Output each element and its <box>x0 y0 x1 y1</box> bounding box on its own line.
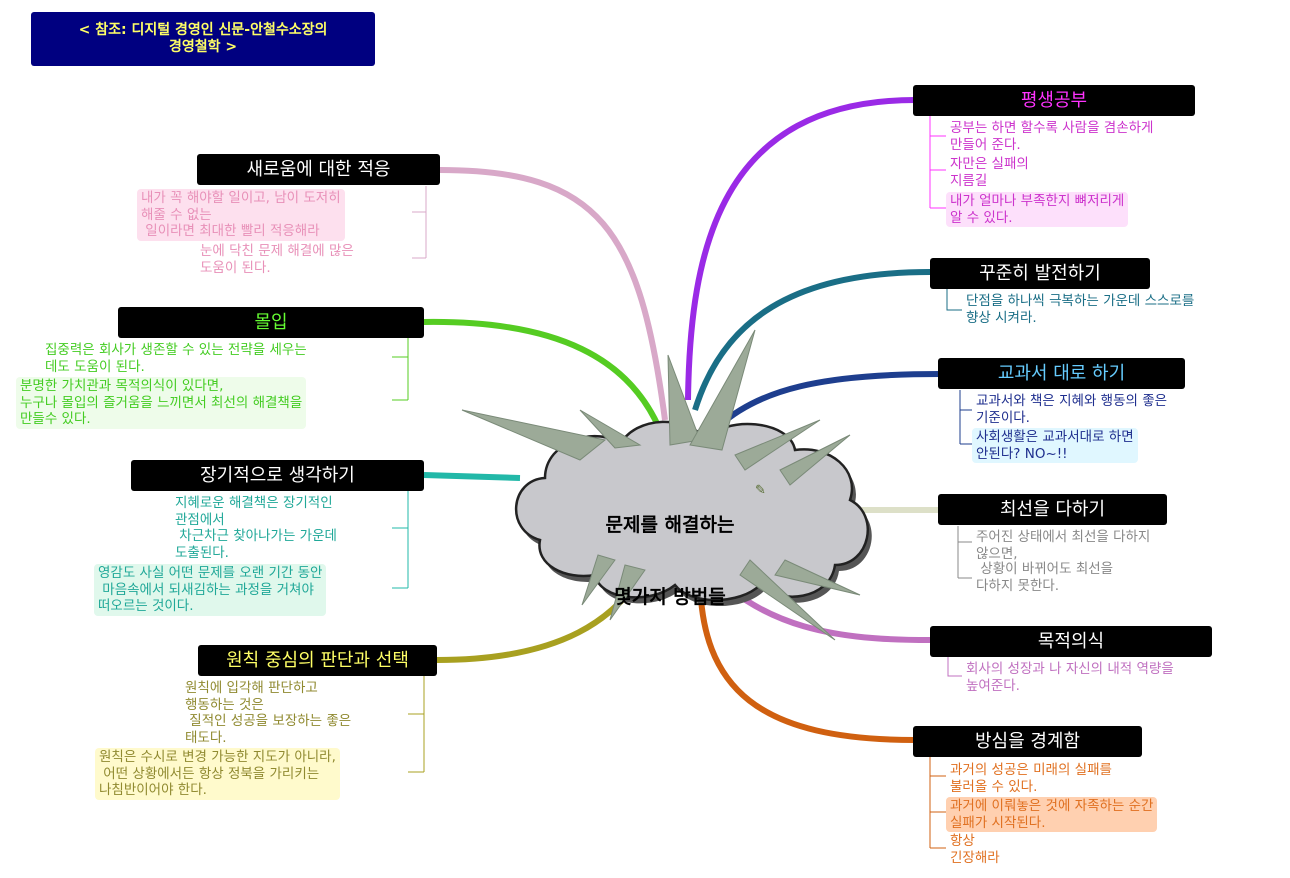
note-complacency-3: 항상 긴장해라 <box>950 833 1000 866</box>
note-immersion-1: 집중력은 회사가 생존할 수 있는 전략을 세우는 데도 도움이 된다. <box>45 342 307 375</box>
central-topic[interactable]: 문제를 해결하는 몇가지 방법들 <box>580 465 760 633</box>
note-immersion-2: 분명한 가치관과 목적의식이 있다면, 누구나 몰입의 즐거움을 느끼면서 최선… <box>16 377 307 429</box>
note-bracket-steady <box>946 289 962 311</box>
note-bracket-adapt <box>412 186 427 259</box>
note-bracket-lifelong <box>929 116 946 209</box>
branch-line-complacency <box>697 574 916 743</box>
topic-purpose[interactable]: 목적의식 <box>930 626 1212 657</box>
branch-line-immersion <box>423 318 663 432</box>
note-lifelong-2: 자만은 실패의 지름길 <box>950 156 1029 189</box>
pencil-note-icon[interactable]: ✎ <box>755 483 766 498</box>
branch-line-textbook <box>718 371 941 428</box>
topic-lifelong[interactable]: 평생공부 <box>913 85 1195 116</box>
note-complacency-1: 과거의 성공은 미래의 실패를 불러올 수 있다. <box>950 762 1112 795</box>
topic-immersion[interactable]: 몰입 <box>118 307 424 338</box>
branch-line-steady <box>692 269 931 411</box>
topic-textbook[interactable]: 교과서 대로 하기 <box>938 358 1185 389</box>
branch-line-longterm <box>423 472 521 481</box>
topic-longterm[interactable]: 장기적으로 생각하기 <box>131 460 424 491</box>
reference-line2: 경영철학 > <box>168 39 238 55</box>
reference-box: < 참조: 디지털 경영인 신문-안철수소장의 경영철학 > <box>31 12 375 66</box>
burst-spikes <box>461 329 861 641</box>
central-topic-line2: 몇가지 방법들 <box>614 586 726 608</box>
branch-line-lifelong <box>685 97 916 401</box>
reference-line1: < 참조: 디지털 경영인 신문-안철수소장의 <box>78 22 328 38</box>
note-textbook-1: 교과서와 책은 지혜와 행동의 좋은 기준이다. <box>976 393 1168 426</box>
note-adapt-2: 눈에 닥친 문제 해결에 많은 도움이 된다. <box>200 243 354 276</box>
note-bracket-longterm <box>392 491 409 589</box>
note-longterm-2: 영감도 사실 어떤 문제를 오랜 기간 동안 마음속에서 되새김하는 과정을 거… <box>94 564 327 616</box>
note-principle-1: 원칙에 입각해 판단하고 행동하는 것은 질적인 성공을 보장하는 좋은 태도다… <box>185 680 352 746</box>
note-principle-2: 원칙은 수시로 변경 가능한 지도가 아니라, 어떤 상황에서든 항상 정북을 … <box>95 748 340 800</box>
note-lifelong-3: 내가 얼마나 부족한지 뼈저리게 알 수 있다. <box>946 192 1129 227</box>
note-bracket-immersion <box>392 338 409 401</box>
note-lifelong-1: 공부는 하면 할수록 사람을 겸손하게 만들어 준다. <box>950 120 1154 153</box>
note-bracket-purpose <box>947 656 962 677</box>
topic-adapt[interactable]: 새로움에 대한 적응 <box>197 154 440 185</box>
note-bracket-textbook <box>959 390 972 445</box>
note-bracket-best <box>957 526 972 579</box>
note-bracket-principle <box>408 676 425 773</box>
note-bracket-complacency <box>929 757 946 849</box>
note-steady-1: 단점을 하나씩 극복하는 가운데 스스로를 향상 시켜라. <box>966 293 1195 326</box>
topic-steady[interactable]: 꾸준히 발전하기 <box>930 258 1150 289</box>
note-complacency-2: 과거에 이뤄놓은 것에 자족하는 순간 실패가 시작된다. <box>946 797 1158 832</box>
note-best-2: 상황이 바뀌어도 최선을 다하지 못한다. <box>976 561 1114 594</box>
note-textbook-2: 사회생활은 교과서대로 하면 안된다? NO~!! <box>972 428 1138 463</box>
note-best-1: 주어진 상태에서 최선을 다하지 않으면, <box>976 529 1151 562</box>
topic-principle[interactable]: 원칙 중심의 판단과 선택 <box>198 645 437 676</box>
note-purpose-1: 회사의 성장과 나 자신의 내적 역량을 높여준다. <box>966 661 1174 694</box>
note-longterm-1: 지혜로운 해결책은 장기적인 관점에서 차근차근 찾아나가는 가운데 도출된다. <box>175 495 337 561</box>
central-topic-line1: 문제를 해결하는 <box>605 514 735 536</box>
topic-best[interactable]: 최선을 다하기 <box>938 494 1167 525</box>
topic-complacency[interactable]: 방심을 경계함 <box>913 726 1142 757</box>
branch-line-adapt <box>439 167 668 421</box>
note-adapt-1: 내가 꼭 해야할 일이고, 남이 도저히 해줄 수 없는 일이라면 최대한 빨리… <box>137 189 345 241</box>
